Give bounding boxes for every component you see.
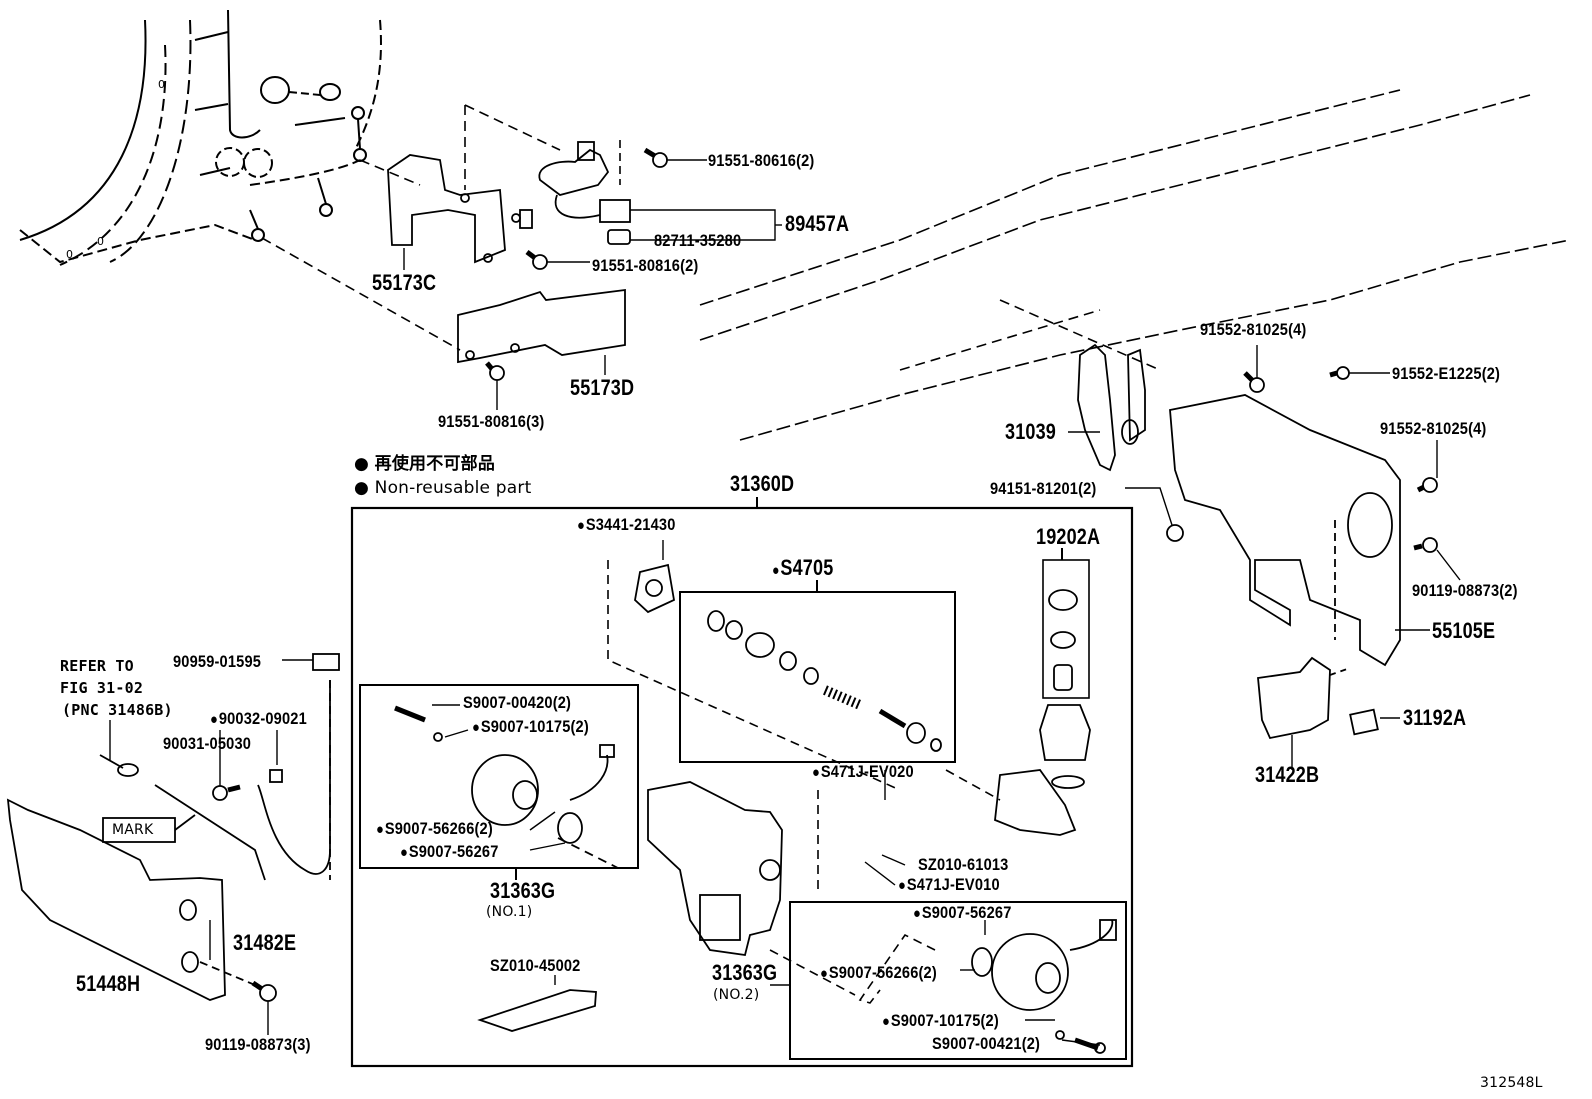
part-label-31039[interactable]: 31039: [1005, 419, 1056, 444]
part-label-s471j-ev010[interactable]: S471J-EV010: [898, 876, 1000, 893]
legend-text-en: Non-reusable part: [374, 478, 532, 498]
part-label-55105e[interactable]: 55105E: [1432, 618, 1496, 643]
bracket-55173c-drawing: [387, 154, 533, 264]
part-label-s9007-00420[interactable]: S9007-00420(2): [463, 693, 572, 712]
motor-no1-drawing: [394, 705, 619, 869]
part-label-sz010-61013[interactable]: SZ010-61013: [918, 855, 1009, 874]
part-label-82711-35280[interactable]: 82711-35280: [654, 231, 742, 250]
part-label-sz010-45002[interactable]: SZ010-45002: [490, 956, 581, 975]
part-label-s9007-56267-no2[interactable]: S9007-56267: [913, 904, 1012, 921]
bullet-icon: ●: [354, 478, 370, 498]
svg-text:0: 0: [158, 78, 165, 91]
transmission-housing-outline: 0 0 0: [19, 9, 382, 266]
cover-31422b-drawing: [1257, 656, 1379, 740]
clutch-pipe-drawing: [99, 653, 340, 881]
kit-19202a-box: [1042, 559, 1090, 699]
motor-31363g-no2-box: [789, 901, 1127, 1060]
part-label-31192a[interactable]: 31192A: [1403, 705, 1467, 730]
part-label-s471j-ev020[interactable]: S471J-EV020: [812, 763, 914, 780]
part-sublabel-no2: (NO.2): [713, 987, 760, 1003]
part-label-s4705[interactable]: S4705: [772, 557, 833, 579]
mark-callout-label: MARK: [112, 822, 154, 838]
part-label-s9007-56266-no1[interactable]: S9007-56266(2): [376, 820, 493, 837]
figure-id: 312548L: [1480, 1075, 1543, 1091]
part-label-s9007-00421[interactable]: S9007-00421(2): [932, 1034, 1041, 1053]
part-label-91552-81025-upper[interactable]: 91552-81025(4): [1200, 320, 1307, 339]
part-label-89457a[interactable]: 89457A: [785, 211, 850, 236]
part-label-90119-08873-2[interactable]: 90119-08873(2): [1412, 581, 1518, 600]
bolt-drawings: [212, 147, 1438, 1002]
legend-text-jp: 再使用不可部品: [374, 454, 496, 474]
part-label-90032-09021[interactable]: 90032-09021: [210, 710, 307, 727]
part-label-s3441-21430[interactable]: S3441-21430: [577, 516, 676, 533]
sensor-89457a-drawing: [538, 141, 631, 245]
bracket-55105e-drawing: [1169, 394, 1401, 667]
part-label-91551-80616[interactable]: 91551-80616(2): [708, 151, 815, 170]
bullet-icon: ●: [354, 454, 370, 474]
part-label-91552-81025-lower[interactable]: 91552-81025(4): [1380, 419, 1487, 438]
bracket-31039-drawing: [1077, 343, 1146, 472]
part-label-91552-e1225[interactable]: 91552-E1225(2): [1392, 364, 1501, 383]
part-label-31360d[interactable]: 31360D: [730, 471, 795, 496]
part-label-s9007-10175-no1[interactable]: S9007-10175(2): [472, 718, 589, 735]
part-sublabel-no1: (NO.1): [486, 904, 533, 920]
leader-lines: [109, 159, 1461, 1046]
refer-note-line1: REFER TO: [60, 657, 134, 675]
motor-no2-drawing: [769, 919, 1117, 1054]
cover-55173d-drawing: [457, 288, 626, 364]
part-label-31363g-no1[interactable]: 31363G: [490, 878, 556, 903]
motor-31363g-no1-box: [359, 684, 639, 869]
part-label-55173d[interactable]: 55173D: [570, 375, 635, 400]
reservoir-parts: [994, 589, 1091, 836]
refer-note-line3[interactable]: (PNC 31486B): [62, 701, 173, 719]
part-label-94151-81201[interactable]: 94151-81201(2): [990, 479, 1097, 498]
protector-51448h-drawing: [6, 798, 256, 1001]
part-label-s9007-56267-no1[interactable]: S9007-56267: [400, 843, 499, 860]
svg-text:0: 0: [66, 248, 73, 261]
part-label-90031-05030[interactable]: 90031-05030: [163, 734, 252, 753]
legend-non-reusable-jp: ● 再使用不可部品: [354, 456, 495, 473]
legend-non-reusable-en: ● Non-reusable part: [354, 480, 531, 497]
assembly-31360d-box: [350, 506, 1134, 1068]
part-label-91551-80816-2[interactable]: 91551-80816(2): [592, 256, 699, 275]
part-label-51448h[interactable]: 51448H: [76, 971, 141, 996]
gasket-drawing: [634, 563, 676, 614]
svg-text:0: 0: [97, 235, 104, 248]
part-label-s9007-56266-no2[interactable]: S9007-56266(2): [820, 964, 937, 981]
seal-kit-parts: [707, 610, 942, 752]
part-label-90119-08873-3[interactable]: 90119-08873(3): [205, 1035, 311, 1054]
refer-note-line2: FIG 31-02: [60, 679, 144, 697]
part-label-31422b[interactable]: 31422B: [1255, 762, 1320, 787]
part-label-s9007-10175-no2[interactable]: S9007-10175(2): [882, 1012, 999, 1029]
part-label-91551-80816-3[interactable]: 91551-80816(3): [438, 412, 545, 431]
part-label-90959-01595[interactable]: 90959-01595: [173, 652, 262, 671]
actuator-body-drawing: [647, 781, 783, 957]
frame-rail-outline: [699, 89, 1571, 441]
part-label-55173c[interactable]: 55173C: [372, 270, 437, 295]
grease-tube-drawing: [477, 989, 597, 1032]
part-label-19202a[interactable]: 19202A: [1036, 524, 1101, 549]
part-label-31482e[interactable]: 31482E: [233, 930, 297, 955]
part-label-31363g-no2[interactable]: 31363G: [712, 960, 778, 985]
